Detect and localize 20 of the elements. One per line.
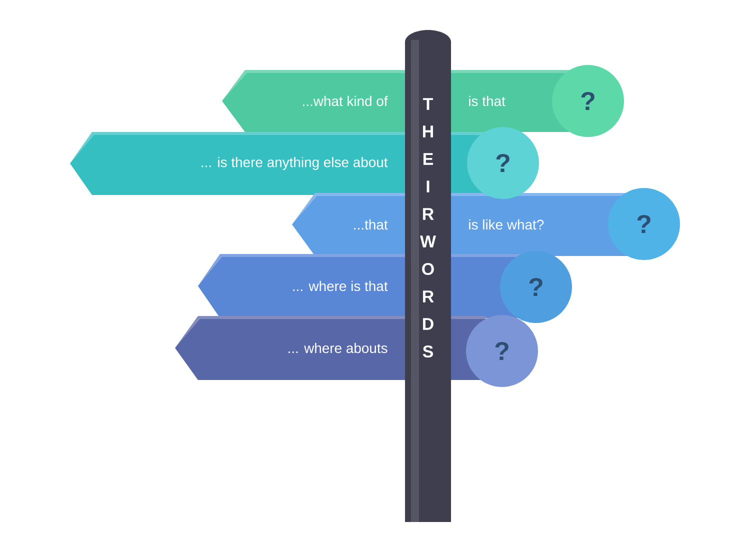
pole-letter: R [423, 290, 434, 302]
sign-text: is that [469, 96, 506, 106]
pole-letter: D [423, 318, 434, 330]
pole-letter: T [423, 98, 433, 110]
sign-text: ...that [354, 219, 388, 230]
sign-text: ... where is that [293, 280, 388, 292]
pole-letter: S [422, 346, 433, 358]
sign-text: ... is there anything else about [202, 157, 388, 170]
pole-letter: R [423, 208, 434, 220]
pole-letter: W [420, 236, 436, 248]
sign-text: is like what? [469, 219, 544, 230]
sign-board [198, 254, 520, 318]
sign-text: ...what kind of [303, 96, 388, 106]
pole-letter: H [423, 126, 433, 138]
pole-letter: E [424, 153, 433, 165]
pole-letter: O [422, 263, 434, 275]
sign-text: ... where abouts [288, 342, 388, 354]
pole-letter: I [426, 180, 430, 192]
sign-board [175, 316, 486, 380]
signpost-pole [405, 30, 451, 522]
